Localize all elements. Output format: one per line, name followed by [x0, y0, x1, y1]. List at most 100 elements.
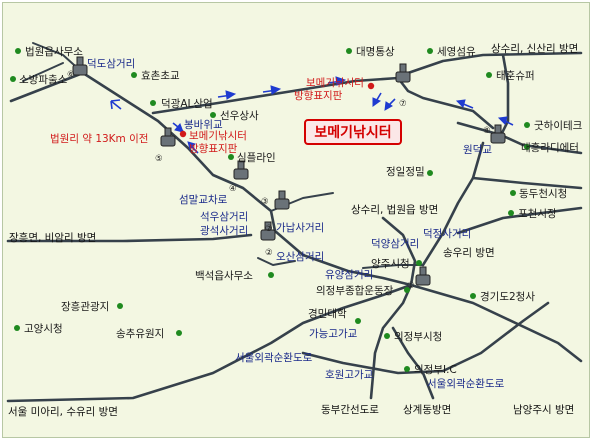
landmark-dot — [131, 72, 137, 78]
road-sanggye — [391, 326, 435, 400]
direction-label: 동부간선도로 — [321, 404, 379, 416]
route-arrow — [110, 99, 122, 110]
sign-label: 방향표지판 — [189, 143, 238, 155]
direction-label: 남양주시 방면 — [513, 404, 574, 416]
road-junction-seven — [396, 76, 495, 130]
landmark-label: 덕광AL산업 — [161, 97, 213, 110]
intersection-label: 호원고가교 — [325, 369, 374, 381]
sign-dot — [179, 130, 187, 138]
road-to-sangsu — [406, 51, 583, 75]
landmark-dot — [10, 76, 16, 82]
road-jangheung — [6, 233, 253, 243]
landmark-dot — [355, 318, 361, 324]
road-wondeok — [456, 121, 583, 155]
landmark-dot — [510, 190, 516, 196]
landmark-label: 백석읍사무소 — [195, 270, 253, 282]
sign-dot — [367, 82, 375, 90]
landmark-label: 송추유원지 — [116, 328, 164, 340]
intersection-number: ② — [265, 224, 273, 234]
intersection-label: 오산삼거리 — [276, 251, 324, 263]
landmark-dot — [384, 333, 390, 339]
direction-label: 상수리, 신산리 방면 — [491, 43, 578, 55]
route-arrow — [187, 141, 196, 150]
road-mid-sangsu — [381, 216, 417, 287]
intersection-label: 유양삼거리 — [325, 269, 373, 281]
landmark-dot — [470, 293, 476, 299]
landmark-dot — [150, 100, 156, 106]
landmark-dot — [346, 48, 352, 54]
landmark-label: 의정부I.C — [414, 364, 457, 376]
landmark-dot — [176, 330, 182, 336]
destination-box: 보메기낚시터 — [304, 119, 402, 145]
road-sobang — [22, 62, 64, 82]
landmark-label: 경기도2청사 — [480, 290, 535, 303]
junction-icon — [490, 124, 506, 144]
landmark-label: 장흥관광지 — [61, 300, 109, 313]
road-dongducheon — [471, 176, 583, 190]
landmark-dot — [210, 112, 216, 118]
intersection-number: ⑥ — [67, 70, 75, 80]
road-pocheon — [456, 206, 583, 235]
junction-icon — [274, 190, 290, 210]
route-arrow — [455, 99, 466, 108]
intersection-label: 가능고가교 — [309, 328, 358, 340]
intersection-label: 봉바위교 — [184, 118, 223, 131]
route-arrow — [174, 123, 184, 133]
destination-label: 보메기낚시터 — [314, 125, 391, 141]
landmark-label: 선우상사 — [220, 110, 259, 122]
landmark-dot — [228, 154, 234, 160]
junction-icon — [160, 127, 176, 147]
landmark-label: 의정부시청 — [394, 331, 442, 343]
landmark-dot — [508, 210, 514, 216]
intersection-number: ① — [407, 281, 415, 291]
junction-icon — [415, 266, 431, 286]
landmark-label: 고양시청 — [24, 323, 63, 335]
landmark-label: 의정부종합운동장 — [316, 285, 394, 297]
intersection-label: 서울외곽순환도로 — [427, 378, 505, 390]
intersection-label: 섬말교차로 — [179, 194, 228, 206]
landmark-label: 양주시청 — [371, 258, 410, 270]
landmark-label: 세영섬유 — [437, 46, 476, 58]
landmark-label: 법원읍사무소 — [25, 46, 83, 58]
landmark-dot — [404, 366, 410, 372]
road-network — [6, 42, 583, 403]
sign-label: 방향표지판 — [294, 90, 343, 102]
landmark-dots — [10, 48, 530, 372]
direction-label: 장흥면, 비암리 방면 — [9, 231, 96, 244]
landmark-label: 경민대학 — [308, 307, 347, 320]
intersection-label: 덕양삼거리 — [371, 238, 419, 250]
landmark-label: 굿하이테크 — [534, 119, 583, 132]
landmark-label: 심플라인 — [237, 152, 276, 164]
road-yangju — [362, 264, 424, 269]
intersection-label: 서울외곽순환도로 — [235, 352, 313, 364]
route-arrow — [497, 116, 508, 125]
sign-label: 보메기낚시터 — [306, 77, 364, 89]
road-wondeok-deokjeong — [421, 141, 485, 267]
landmark-label: 대명통상 — [356, 46, 395, 58]
sign-label: 법원리 약 13Km 이전 — [50, 133, 148, 145]
intersection-label: 가납사거리 — [276, 222, 324, 234]
junction-icon — [395, 63, 411, 83]
landmark-dot — [524, 122, 530, 128]
intersection-number: ⑤ — [155, 154, 163, 164]
intersection-label: 덕도삼거리 — [87, 58, 135, 70]
direction-label: 송우리 방면 — [443, 247, 495, 259]
junction-icon — [260, 221, 276, 241]
landmark-label: 정일정밀 — [386, 165, 425, 178]
intersection-label: 원덕교 — [463, 144, 492, 156]
landmark-dot — [416, 260, 422, 266]
landmark-label: 포천시장 — [518, 208, 557, 220]
landmark-dot — [427, 170, 433, 176]
direction-label: 상계동방면 — [403, 404, 451, 416]
intersection-number: ② — [265, 248, 273, 258]
sign-label: 보메기낚시터 — [189, 130, 247, 142]
route-arrow — [372, 97, 382, 107]
intersection-label: 석우삼거리 — [200, 211, 248, 223]
junction-icon — [72, 56, 88, 76]
landmark-label: 동두천시청 — [519, 188, 567, 200]
junction-icon — [233, 160, 249, 180]
destination-frame — [304, 119, 402, 145]
landmark-dot — [14, 325, 20, 331]
landmark-label: 태훈슈퍼 — [496, 69, 535, 82]
route-arrows — [110, 76, 514, 154]
